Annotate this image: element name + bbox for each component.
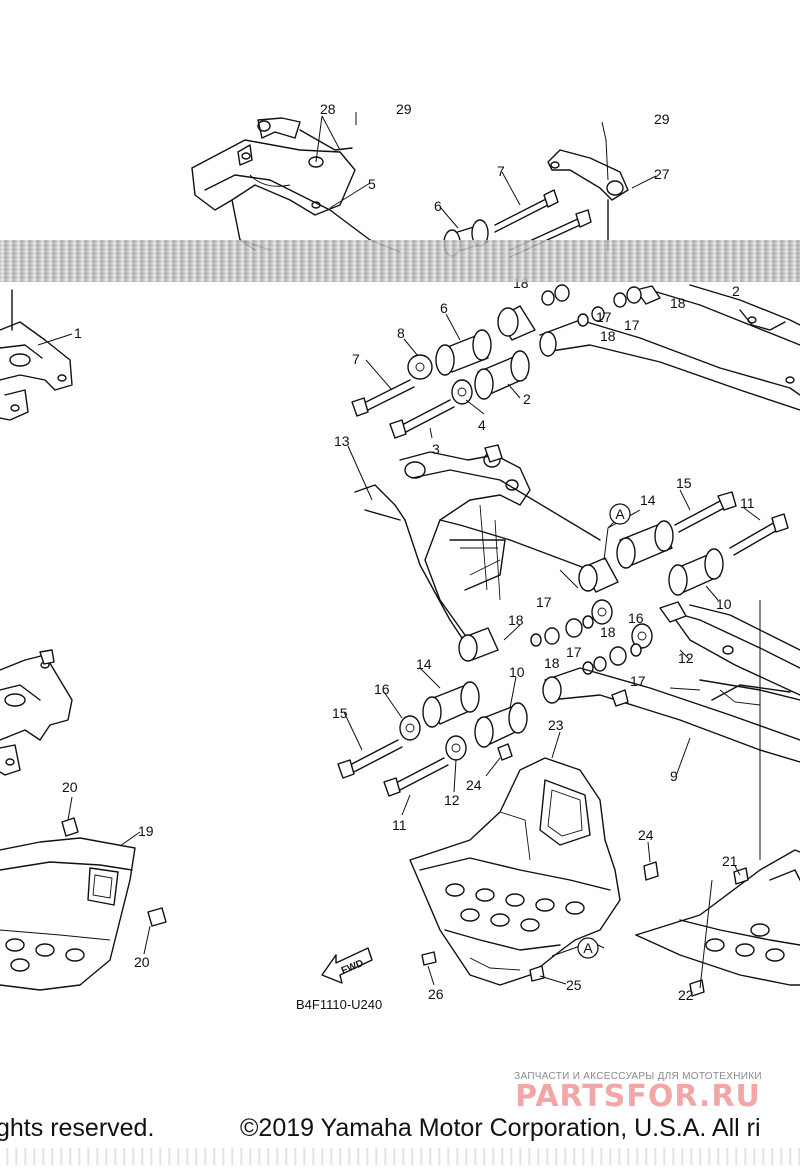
- callout: 6: [440, 300, 448, 316]
- callout: 13: [334, 433, 350, 449]
- callout: 7: [497, 163, 505, 179]
- callout: 18: [508, 612, 524, 628]
- right-upper-arm-part-2: [539, 284, 800, 411]
- callout: 17: [630, 673, 646, 689]
- mid-upper-bushings: [351, 305, 536, 439]
- fwd-arrow-icon: FWD: [321, 947, 373, 984]
- callout: 29: [396, 101, 412, 117]
- callout: 7: [352, 351, 360, 367]
- skid-plate-right: [635, 849, 800, 997]
- small-bolts: [421, 861, 659, 982]
- callout: 23: [548, 717, 564, 733]
- callout: 18: [600, 328, 616, 344]
- callout: 21: [722, 853, 738, 869]
- bottom-scan-noise: [0, 1148, 800, 1165]
- top-bushing-group: [443, 189, 592, 258]
- callout-numbers: 1 2 2 3 4 5 6 6 7 7 8 9 10 10 11 11 12 1…: [62, 101, 755, 1003]
- callout: 17: [596, 309, 612, 325]
- lower-frame-part-13: [354, 444, 619, 662]
- callout: 16: [374, 681, 390, 697]
- left-arm-part-1: [0, 289, 73, 421]
- left-mid-arm: [0, 649, 73, 776]
- mid-nuts-washers: [530, 615, 642, 675]
- reference-mark-a-upper: A: [609, 503, 631, 525]
- callout: 20: [62, 779, 78, 795]
- callout: 17: [536, 594, 552, 610]
- callout: 18: [600, 624, 616, 640]
- callout: 9: [670, 768, 678, 784]
- callout: 15: [332, 705, 348, 721]
- copyright-notice: ©2019 Yamaha Motor Corporation, U.S.A. A…: [240, 1114, 761, 1142]
- right-mid-bushings: [591, 491, 789, 649]
- svg-text:A: A: [615, 506, 625, 522]
- callout: 3: [432, 441, 440, 457]
- callout: 11: [740, 495, 755, 511]
- callout: 2: [732, 283, 740, 299]
- callout: 16: [628, 610, 644, 626]
- callout: 11: [392, 817, 407, 833]
- callout: 18: [544, 655, 560, 671]
- callout: 20: [134, 954, 150, 970]
- scan-artifact-band: [0, 240, 800, 282]
- rights-fragment: ghts reserved.: [0, 1114, 155, 1142]
- watermark-brand: PARTSFOR.RU: [515, 1079, 761, 1114]
- callout: 27: [654, 166, 670, 182]
- skid-plate-part-19: [0, 817, 167, 991]
- callout: 18: [670, 295, 686, 311]
- callout: 10: [509, 664, 525, 680]
- callout: 6: [434, 198, 442, 214]
- top-nuts-washers: [541, 284, 642, 327]
- callout: 29: [654, 111, 670, 127]
- skid-plate-part-23: [409, 757, 621, 986]
- callout: 2: [523, 391, 531, 407]
- watermark-tagline: ЗАПЧАСТИ И АКСЕССУАРЫ ДЛЯ МОТОТЕХНИКИ: [514, 1071, 762, 1082]
- leader-lines: [37, 112, 761, 989]
- callout: 12: [444, 792, 460, 808]
- drawing-code: B4F1110-U240: [296, 997, 383, 1012]
- callout: 22: [678, 987, 694, 1003]
- callout: 10: [716, 596, 732, 612]
- callout: 1: [74, 325, 82, 341]
- callout: 28: [320, 101, 336, 117]
- arm-part-27: [547, 149, 629, 251]
- callout: 12: [678, 650, 694, 666]
- reference-mark-a-lower: A: [577, 937, 599, 959]
- callout: 26: [428, 986, 444, 1002]
- callout: 19: [138, 823, 154, 839]
- callout: 15: [676, 475, 692, 491]
- callout: 17: [624, 317, 640, 333]
- callout: 4: [478, 417, 486, 433]
- callout: 17: [566, 644, 582, 660]
- watermark-logo: ЗАПЧАСТИ И АКСЕССУАРЫ ДЛЯ МОТОТЕХНИКИ PA…: [488, 1071, 788, 1112]
- callout: 5: [368, 176, 376, 192]
- callout: 8: [397, 325, 405, 341]
- callout: 24: [466, 777, 482, 793]
- callout: 24: [638, 827, 654, 843]
- callout: 14: [416, 656, 432, 672]
- callout: 14: [640, 492, 656, 508]
- svg-text:A: A: [583, 940, 593, 956]
- lower-left-bushings: [337, 681, 528, 797]
- callout: 25: [566, 977, 582, 993]
